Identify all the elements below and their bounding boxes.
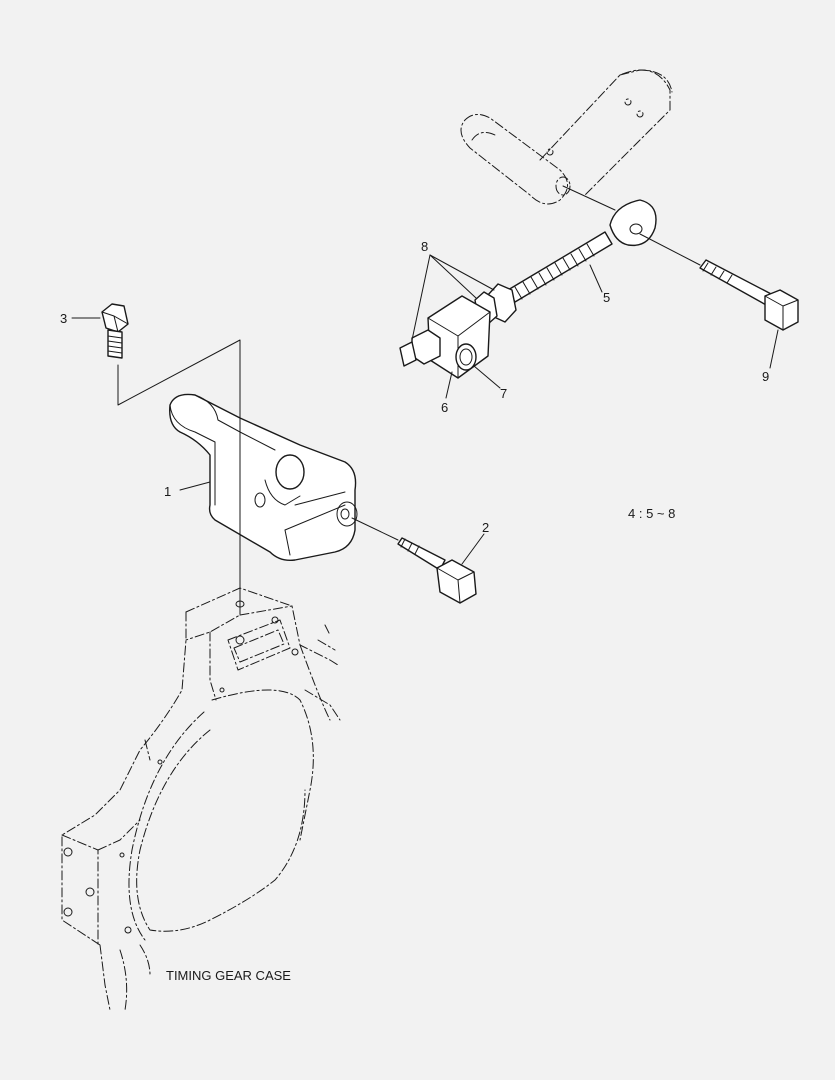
callout-8: 8: [421, 239, 428, 254]
timing-gear-case: [61, 587, 341, 1011]
callout-1: 1: [164, 484, 171, 499]
callout-6: 6: [441, 400, 448, 415]
callout-9: 9: [762, 369, 769, 384]
bolt-3: [101, 303, 129, 359]
bracket-1: [169, 393, 358, 562]
leader-lines: [71, 254, 779, 565]
assembly-lines: [117, 339, 241, 606]
bolt-9: [639, 233, 799, 331]
quantity-note: 4 : 5 ~ 8: [628, 506, 675, 521]
callout-labels: 1 2 3 5 6 7 8 9: [60, 239, 769, 535]
rod-assembly: [399, 185, 657, 379]
callout-2: 2: [482, 520, 489, 535]
callout-3: 3: [60, 311, 67, 326]
phantom-lever: [460, 69, 673, 205]
bolt-2: [351, 517, 477, 604]
callout-7: 7: [500, 386, 507, 401]
callout-5: 5: [603, 290, 610, 305]
timing-gear-case-label: TIMING GEAR CASE: [166, 968, 291, 983]
